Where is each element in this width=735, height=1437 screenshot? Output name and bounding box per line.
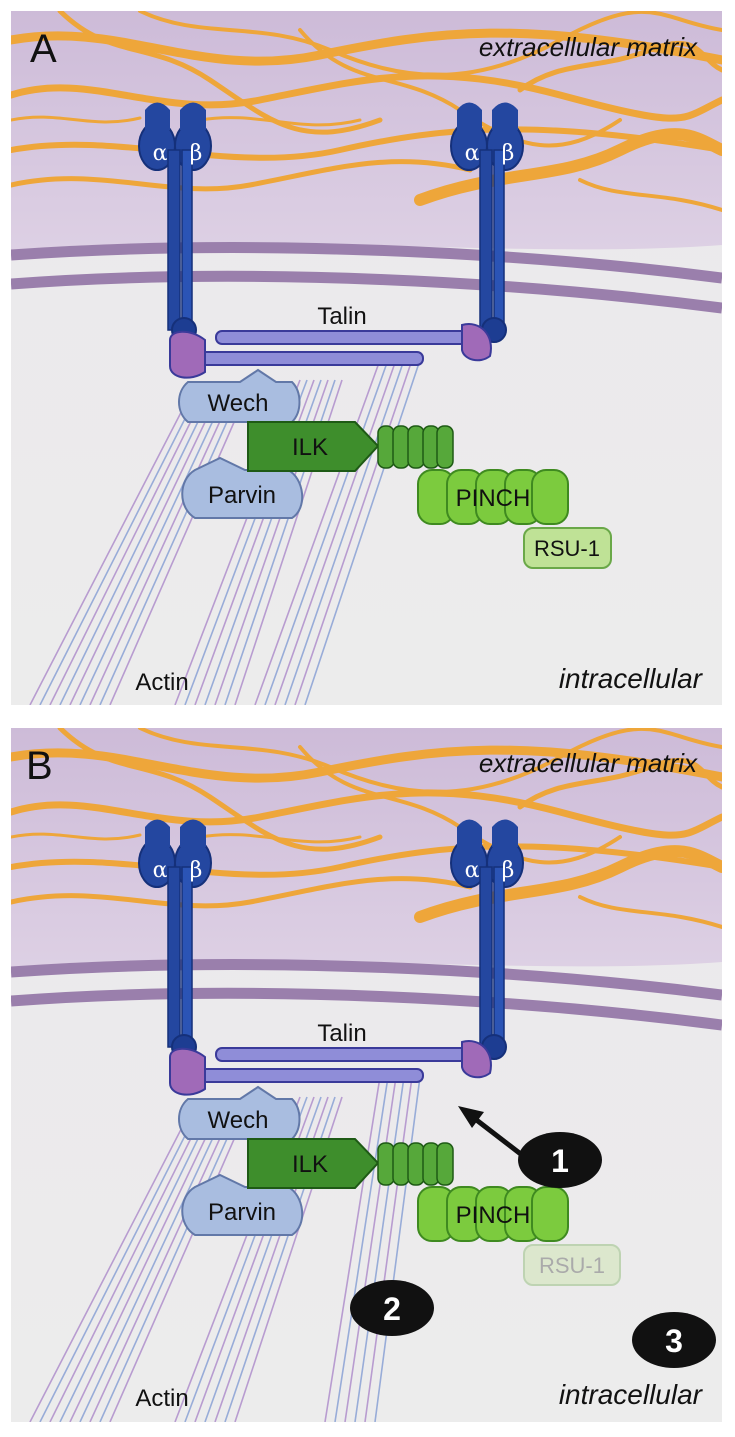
rsu1-label: RSU-1 [539,1253,605,1278]
alpha-subunit-label: α [465,141,480,166]
integrin-right: α β [450,102,524,343]
integrin-left: α β [138,819,212,1060]
actin-label: Actin [135,1385,188,1412]
talin: Talin [169,1020,492,1096]
ilk: ILK [247,421,454,472]
beta-subunit-label: β [502,858,515,883]
wech: Wech [178,1085,301,1140]
intracellular-label: intracellular [559,663,704,694]
marker-1: 1 [518,1132,602,1188]
parvin-label: Parvin [208,1199,276,1226]
marker-1-arrow [458,1106,524,1157]
marker-2: 2 [350,1280,434,1336]
integrin-right: α β [450,819,524,1060]
pinch: PINCH [417,1186,569,1242]
talin-label: Talin [317,1020,366,1047]
extracellular-label: extracellular matrix [479,748,698,778]
ecm-fibers [11,11,722,212]
beta-subunit-label: β [502,141,515,166]
cell-membrane [11,242,722,314]
pinch-label: PINCH [456,1202,531,1229]
pinch: PINCH [417,469,569,525]
wech-label: Wech [208,1107,269,1134]
talin: Talin [169,303,492,379]
rsu1-label: RSU-1 [534,536,600,561]
actin-label: Actin [135,669,188,696]
marker-2-label: 2 [383,1291,401,1327]
panel-b: α β α β Talin [11,728,722,1422]
cell-membrane [11,959,722,1031]
extracellular-label: extracellular matrix [479,32,698,62]
talin-label: Talin [317,303,366,330]
alpha-subunit-label: α [465,858,480,883]
ilk-label: ILK [292,434,328,461]
ecm-fibers [11,728,722,929]
pinch-label: PINCH [456,485,531,512]
wech-label: Wech [208,390,269,417]
marker-3: 3 [632,1312,716,1368]
rsu1: RSU-1 [523,527,612,569]
beta-subunit-label: β [190,141,203,166]
beta-subunit-label: β [190,858,203,883]
marker-3-label: 3 [665,1323,683,1359]
alpha-subunit-label: α [153,858,168,883]
rsu1: RSU-1 [523,1244,621,1286]
ilk-label: ILK [292,1151,328,1178]
panel-letter: B [26,744,53,788]
ilk: ILK [247,1138,454,1189]
wech: Wech [178,368,301,423]
parvin-label: Parvin [208,482,276,509]
alpha-subunit-label: α [153,141,168,166]
panel-letter: A [30,27,57,71]
actin-filaments [29,1076,421,1422]
panel-a: α β α β Talin [11,11,722,705]
marker-1-label: 1 [551,1143,569,1179]
intracellular-label: intracellular [559,1379,704,1410]
